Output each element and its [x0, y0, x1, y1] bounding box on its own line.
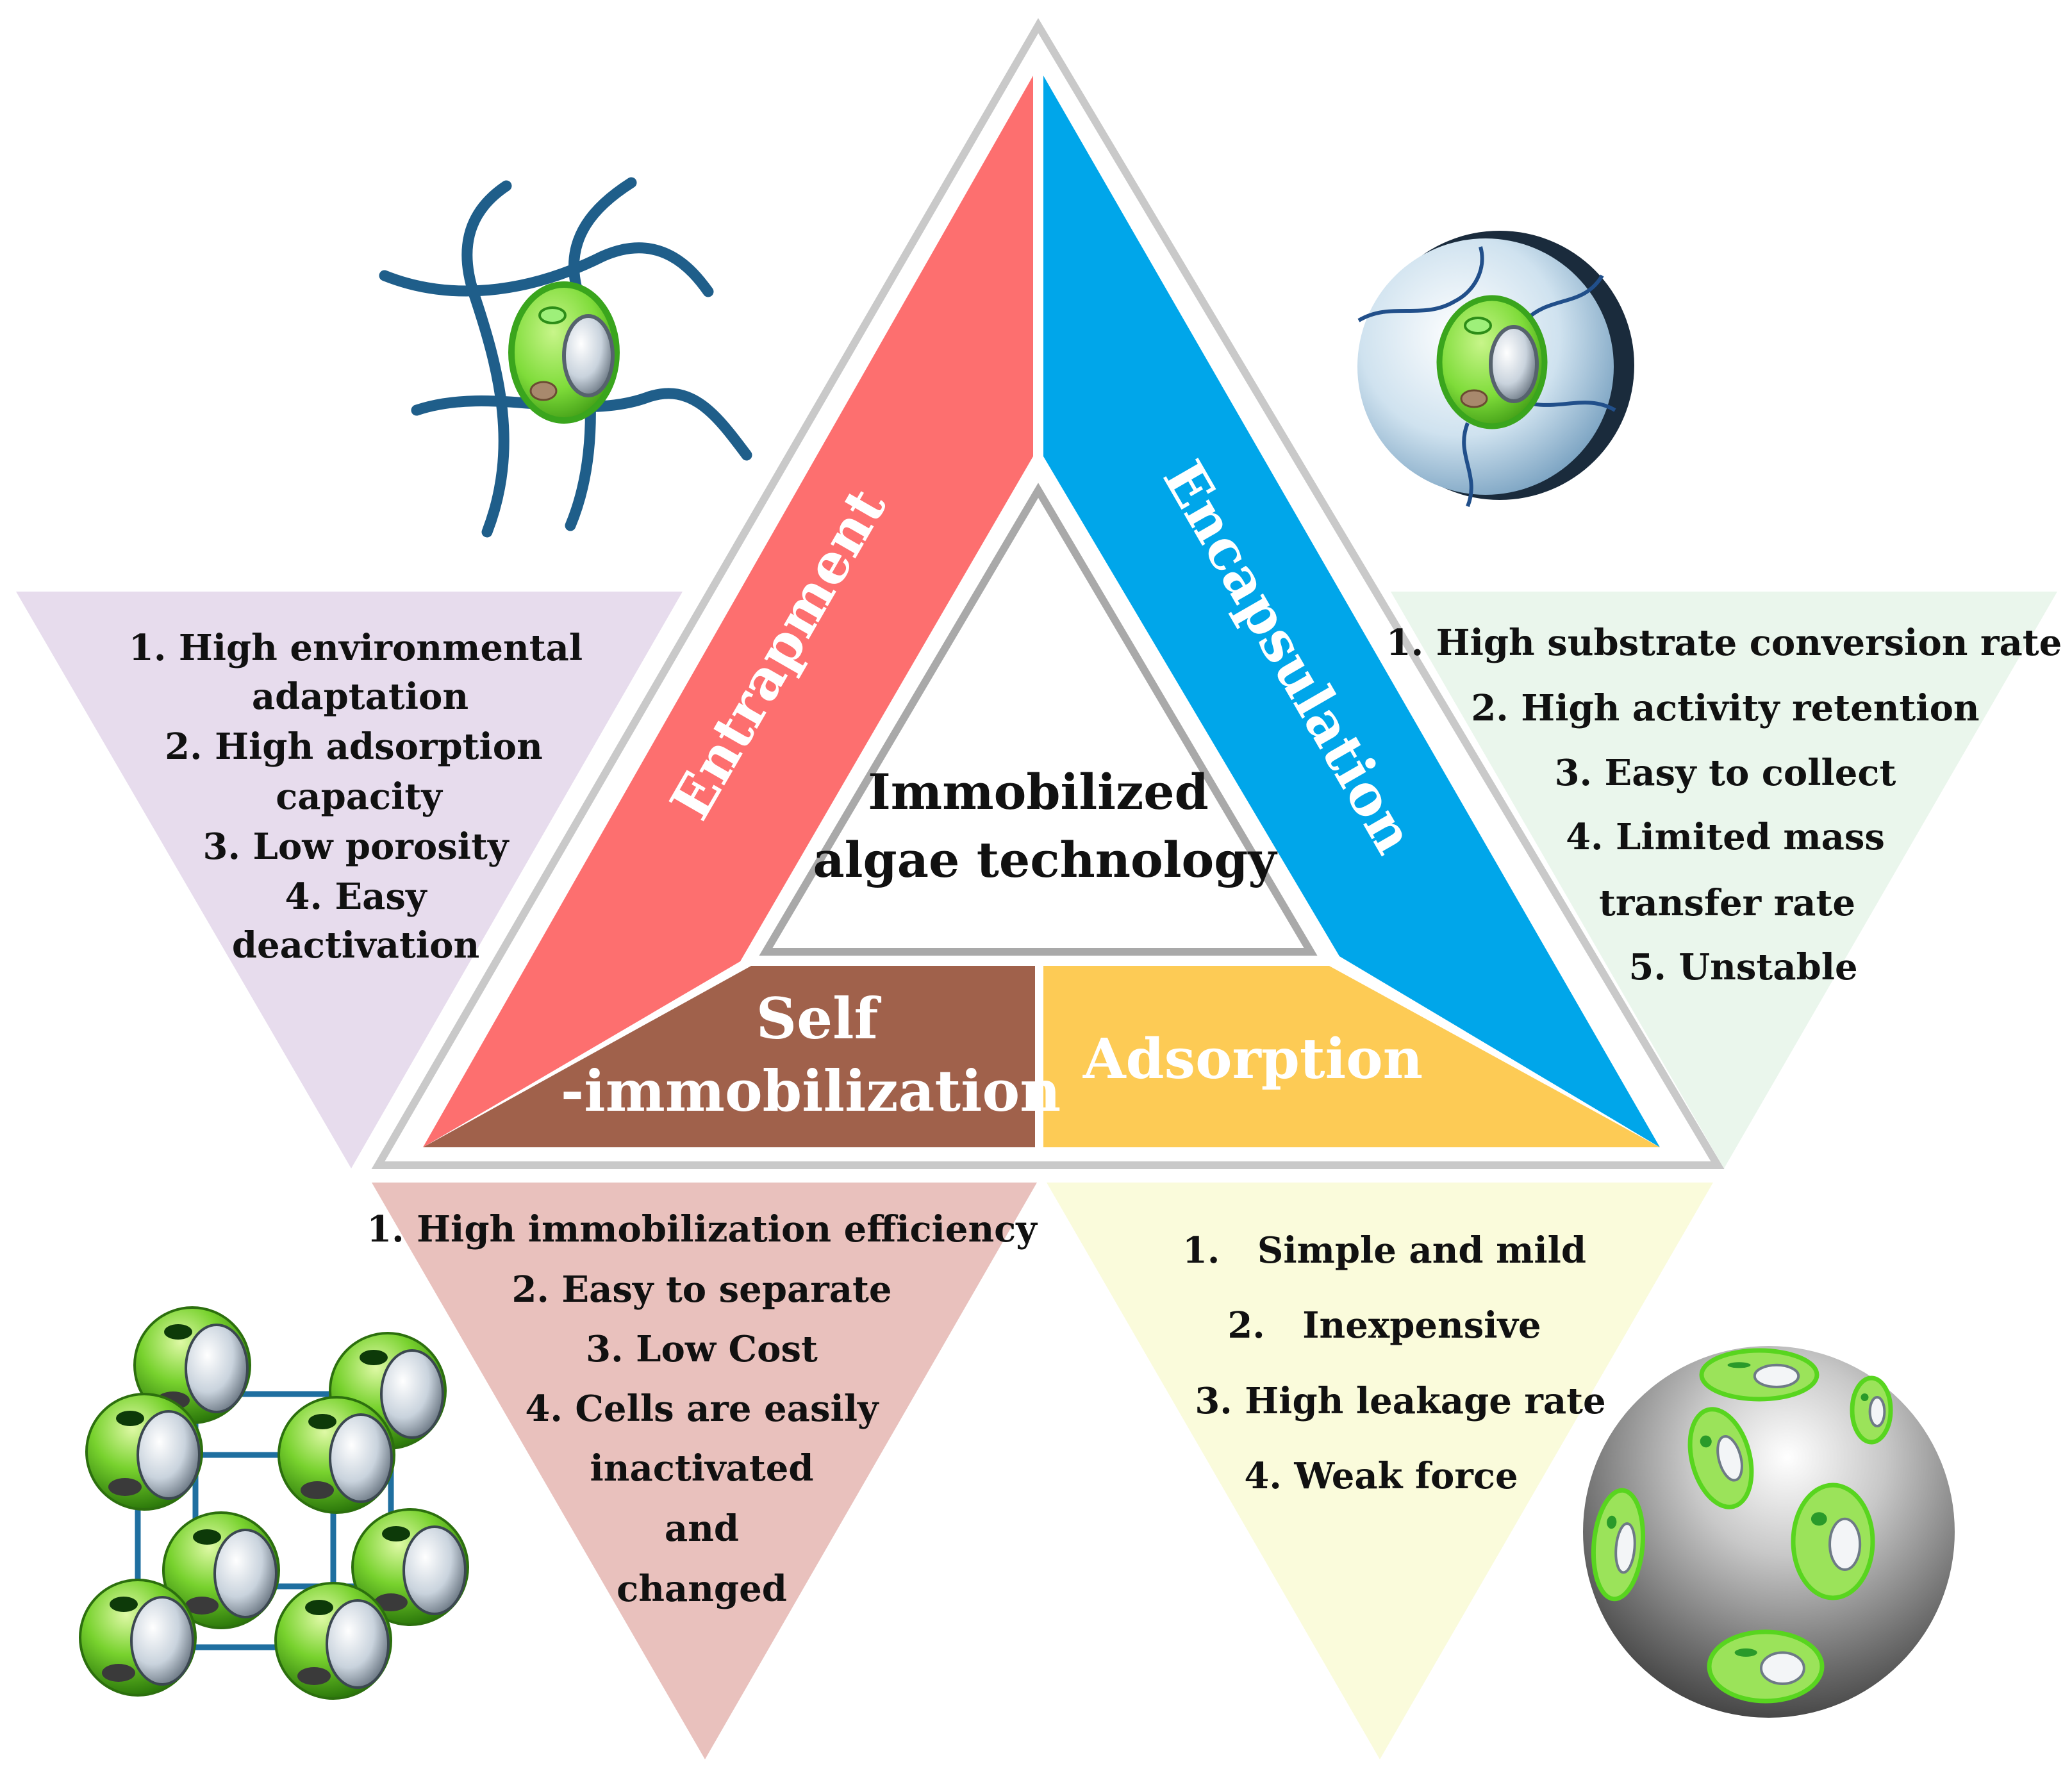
sphere-algae-cell [1791, 1482, 1875, 1600]
entrapment-item: 4. Easy [285, 876, 427, 918]
sphere-algae-cell [1699, 1348, 1819, 1402]
entrapment-item: deactivation [232, 924, 479, 967]
encapsulation-item: 2. High activity retention [1471, 687, 1979, 729]
adsorption-item: 4. Weak force [1244, 1455, 1518, 1497]
lattice-cell-ball [79, 1579, 197, 1697]
self-immobilization-item: inactivated [590, 1447, 814, 1490]
self-immobilization-panel [372, 1183, 1037, 1759]
mesh-entrapment-icon [379, 177, 752, 538]
adsorption-item: 3. High leakage rate [1195, 1380, 1605, 1422]
adsorption-item: 1. Simple and mild [1182, 1229, 1586, 1272]
self-immobilization-item: changed [617, 1568, 787, 1610]
self-immobilization-item: 1. High immobilization efficiency [367, 1208, 1038, 1250]
self-immobilization-item: and [665, 1507, 739, 1550]
cell-lattice-self-immobilization-icon [79, 1306, 469, 1700]
encapsulation-panel [1391, 592, 2057, 1168]
entrapment-panel [16, 592, 683, 1168]
self-immobilization-label-line1: Self [756, 985, 882, 1052]
encapsulation-properties: 1. High substrate conversion rate 2. Hig… [1386, 622, 2062, 988]
center-title-line1: Immobilized [868, 763, 1208, 820]
self-immobilization-item: 3. Low Cost [586, 1328, 818, 1370]
encapsulation-item: 5. Unstable [1629, 946, 1857, 988]
encapsulation-item: 4. Limited mass [1566, 816, 1885, 858]
adsorption-label: Adsorption [1082, 1027, 1423, 1092]
adsorption-properties: 1. Simple and mild 2. Inexpensive 3. Hig… [1182, 1229, 1606, 1497]
lattice-cell-ball [162, 1511, 280, 1629]
entrapment-item: 1. High environmental [129, 627, 583, 669]
self-immobilization-band [423, 966, 1035, 1147]
capsule-encapsulation-icon [1357, 231, 1634, 508]
lattice-cell-ball [274, 1582, 392, 1700]
entrapment-item: 3. Low porosity [203, 826, 510, 868]
encapsulation-band [1043, 76, 1660, 1147]
entrapment-band [423, 76, 1033, 1147]
encapsulation-item: 1. High substrate conversion rate [1386, 622, 2062, 664]
encapsulation-item: 3. Easy to collect [1555, 752, 1896, 794]
adsorption-panel [1047, 1183, 1713, 1759]
encapsulation-item: transfer rate [1599, 882, 1855, 924]
center-triangle [759, 483, 1318, 956]
self-immobilization-item: 2. Easy to separate [511, 1268, 891, 1311]
self-immobilization-properties: 1. High immobilization efficiency 2. Eas… [367, 1208, 1038, 1610]
sphere-algae-cell [1591, 1488, 1646, 1602]
entrapment-item: adaptation [252, 676, 468, 718]
sphere-algae-cell [1850, 1375, 1893, 1445]
sphere-algae-cell [1707, 1629, 1825, 1704]
self-immobilization-item: 4. Cells are easily [525, 1388, 879, 1430]
sphere-algae-cell [1687, 1407, 1754, 1509]
lattice-cell-ball [278, 1396, 395, 1514]
center-title-line2: algae technology [813, 831, 1277, 888]
adsorption-band [1043, 966, 1660, 1147]
carrier-sphere-adsorption-icon [1583, 1346, 1955, 1718]
entrapment-item: 2. High adsorption [165, 726, 543, 768]
lattice-cell-ball [351, 1508, 469, 1626]
entrapment-properties: 1. High environmental adaptation 2. High… [129, 627, 583, 967]
entrapment-item: capacity [276, 776, 443, 818]
adsorption-item: 2. Inexpensive [1227, 1304, 1541, 1347]
self-immobilization-label-line2: -immobilization [561, 1058, 1061, 1124]
lattice-cell-ball [85, 1393, 203, 1511]
